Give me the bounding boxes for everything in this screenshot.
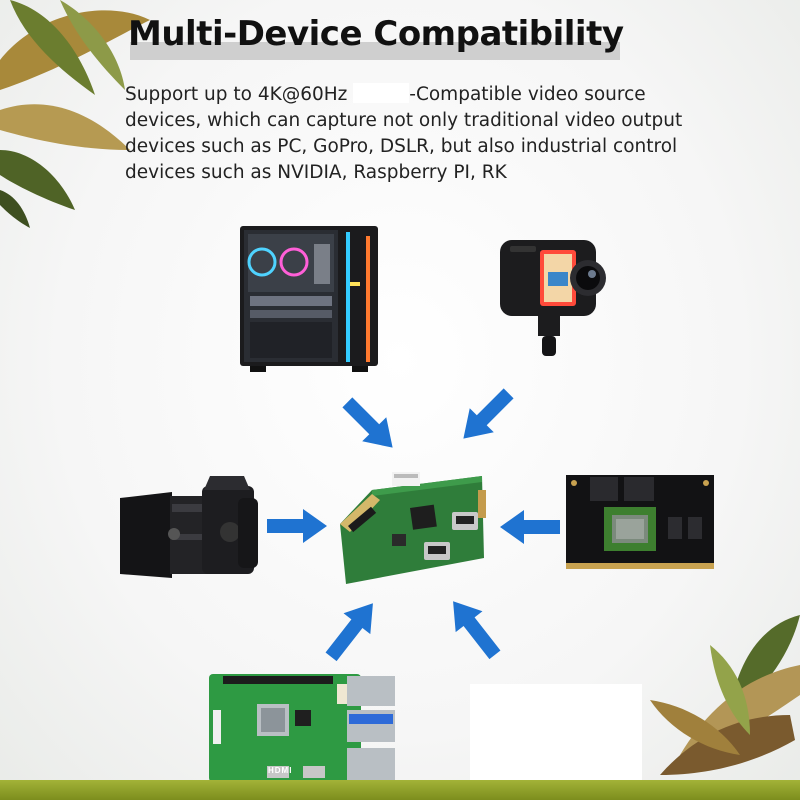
- description-part-1: Support up to 4K@60Hz: [125, 84, 354, 105]
- page-title: Multi-Device Compatibility: [128, 14, 624, 54]
- leaf-icon: [650, 615, 800, 775]
- raspberry-pi-icon: [209, 674, 395, 782]
- arrow-icon: [325, 603, 373, 662]
- hdmi-board-label: HDMI: [268, 766, 293, 775]
- arrow-icon: [267, 509, 327, 543]
- arrow-icon: [342, 397, 393, 448]
- title-underline: [130, 42, 620, 60]
- leaf-icon: [0, 0, 150, 228]
- arrow-icon: [453, 601, 501, 660]
- action-camera-icon: [500, 240, 606, 356]
- jetson-module-icon: [566, 475, 714, 569]
- arrow-icon: [500, 510, 560, 544]
- description-part-2: -Compatible video source devices, which …: [125, 84, 683, 183]
- description-text: Support up to 4K@60Hz -Compatible video …: [125, 82, 725, 186]
- bottom-frame: [0, 780, 800, 800]
- dslr-camera-icon: [120, 476, 258, 578]
- redaction-block: [353, 83, 410, 103]
- arrow-icon: [463, 388, 514, 439]
- blank-panel: [470, 684, 642, 784]
- pc-tower-icon: [240, 226, 378, 372]
- capture-board-icon: [340, 472, 486, 584]
